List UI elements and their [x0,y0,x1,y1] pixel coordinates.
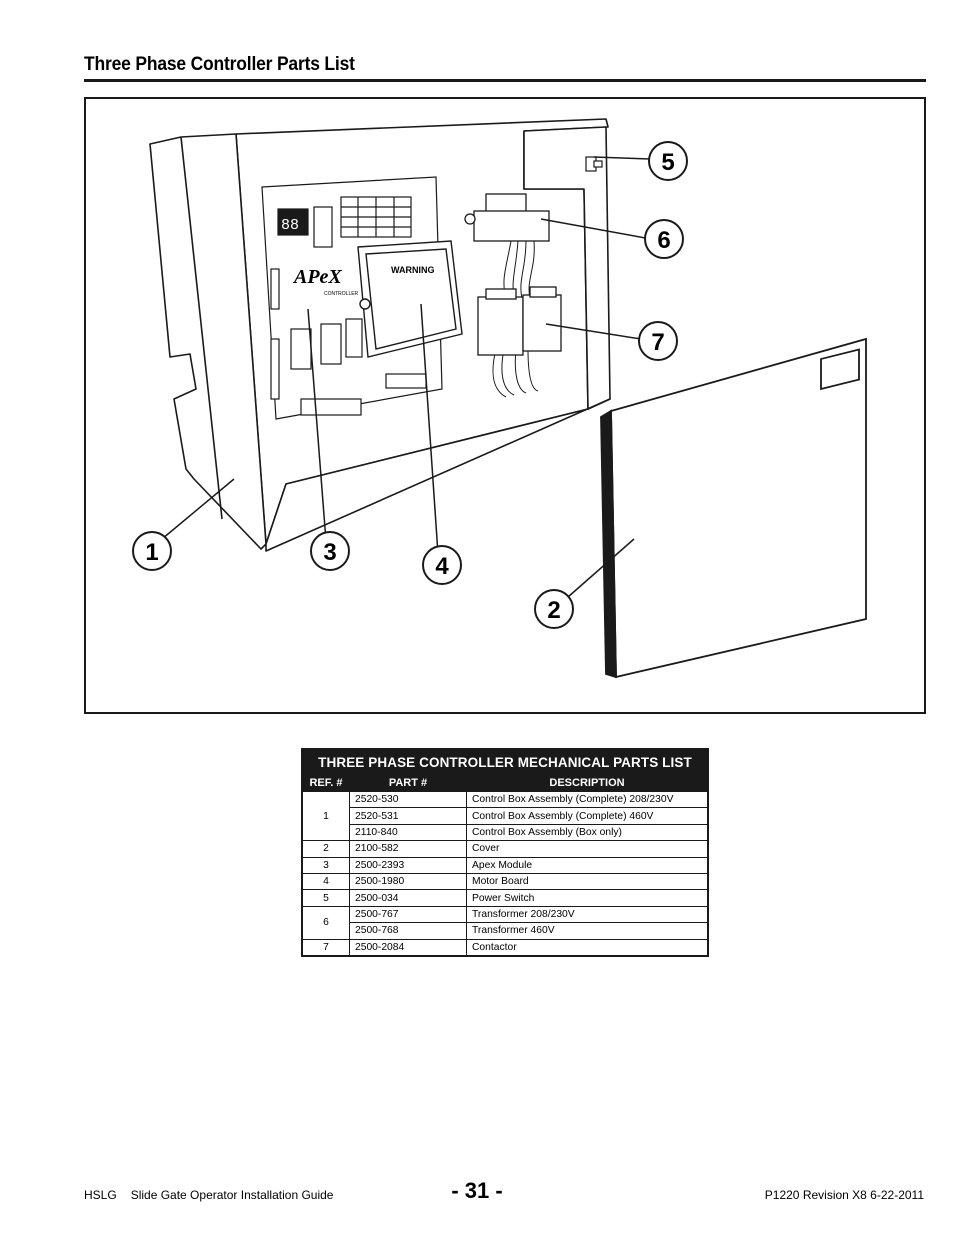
description-cell: Transformer 208/230V [466,905,709,924]
description-cell: Control Box Assembly (Box only) [466,823,709,842]
parts-table-caption: THREE PHASE CONTROLLER MECHANICAL PARTS … [301,748,709,775]
callout-circle-2 [534,589,574,629]
footer-product-code: HSLG [84,1188,117,1202]
parts-table-container: THREE PHASE CONTROLLER MECHANICAL PARTS … [301,748,709,957]
title-rule [84,79,926,82]
callout-circle-6 [644,219,684,259]
header-part: PART # [349,774,467,792]
part-cell: 2100-582 [349,840,467,858]
description-cell: Control Box Assembly (Complete) 208/230V [466,790,709,809]
description-cell: Motor Board [466,872,709,891]
callout-4: 4 [435,553,449,580]
callout-circle-5 [648,141,688,181]
ref-cell: 4 [301,872,350,891]
callout-circle-4 [422,545,462,585]
description-cell: Transformer 460V [466,922,709,940]
ref-cell: 7 [301,938,350,957]
part-cell: 2520-531 [349,807,467,825]
ref-cell: 2 [301,840,350,858]
part-cell: 2500-767 [349,905,467,924]
description-cell: Power Switch [466,889,709,907]
callout-2: 2 [547,597,560,624]
table-row: 2110-840 Control Box Assembly (Box only) [302,823,709,842]
callout-3: 3 [323,539,336,566]
table-row: 4 2500-1980 Motor Board [301,872,709,891]
controller-exploded-diagram: 88 APeX CONTROLLER [132,118,867,679]
table-row: 2 2100-582 Cover [301,840,709,858]
description-cell: Contactor [466,938,709,957]
ref-cell: 1 [301,790,350,842]
table-row: 2520-531 Control Box Assembly (Complete)… [302,807,709,825]
parts-diagram-frame: 88 APeX CONTROLLER [84,97,926,714]
table-row: 7 2500-2084 Contactor [301,938,709,957]
callout-circle-7 [638,321,678,361]
parts-table: THREE PHASE CONTROLLER MECHANICAL PARTS … [301,748,709,957]
table-row: 3 2500-2393 Apex Module [301,856,709,874]
page-title: Three Phase Controller Parts List [84,54,355,75]
header-ref: REF. # [301,774,350,792]
callout-6: 6 [657,227,670,254]
callout-circle-3 [310,531,350,571]
display-digits: 88 [281,217,299,234]
apex-logo-sub: CONTROLLER [324,291,359,297]
table-row: 2500-768 Transformer 460V [302,922,709,940]
description-cell: Control Box Assembly (Complete) 460V [466,807,709,825]
footer-guide-title: Slide Gate Operator Installation Guide [130,1188,334,1202]
ref-cell: 3 [301,856,350,874]
table-row: 1 2520-530 Control Box Assembly (Complet… [301,790,709,842]
header-description: DESCRIPTION [466,774,709,792]
part-cell: 2500-2084 [349,938,467,957]
callout-1: 1 [145,539,158,566]
part-cell: 2500-034 [349,889,467,907]
footer-revision: P1220 Revision X8 6-22-2011 [764,1188,924,1202]
part-cell: 2520-530 [349,790,467,809]
warning-label: WARNING [391,265,435,275]
callout-circle-1 [132,531,172,571]
footer-left: HSLG Slide Gate Operator Installation Gui… [84,1188,333,1202]
description-cell: Apex Module [466,856,709,874]
callout-7: 7 [651,329,664,356]
description-cell: Cover [466,840,709,858]
table-row: 5 2500-034 Power Switch [301,889,709,907]
part-cell: 2500-768 [349,922,467,940]
table-row: 6 2500-767 Transformer 208/230V [301,905,709,940]
part-cell: 2500-1980 [349,872,467,891]
part-cell: 2110-840 [349,823,467,842]
ref-cell: 5 [301,889,350,907]
part-cell: 2500-2393 [349,856,467,874]
apex-logo: APeX [292,266,342,288]
callout-5: 5 [661,149,674,176]
page-number: - 31 - [451,1178,503,1203]
ref-cell: 6 [301,905,350,940]
